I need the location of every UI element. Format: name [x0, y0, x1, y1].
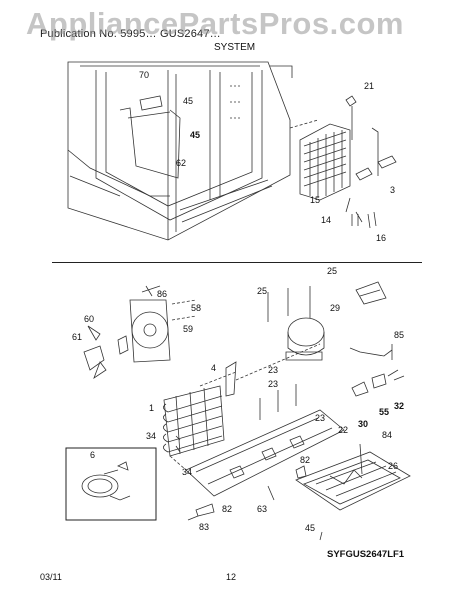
callout-45: 45 [183, 96, 194, 106]
compressor-illustration [267, 281, 393, 361]
callout-62: 62 [176, 158, 187, 168]
callout-4: 4 [211, 363, 217, 373]
footer-date: 03/11 [40, 572, 62, 582]
base-pan-illustration [169, 343, 345, 497]
callout-63: 63 [257, 504, 268, 514]
callout-22: 22 [338, 425, 349, 435]
callout-26: 26 [388, 461, 399, 471]
callout-34: 34 [146, 431, 157, 441]
watermark-text: AppliancePartsPros.com [26, 6, 404, 41]
callout-34: 34 [182, 467, 193, 477]
section-title: SYSTEM [214, 42, 256, 53]
fan-assembly-illustration [83, 285, 197, 380]
callout-30: 30 [358, 419, 369, 429]
callout-60: 60 [84, 314, 95, 324]
callout-29: 29 [330, 303, 341, 313]
callout-85: 85 [394, 330, 405, 340]
callout-82: 82 [300, 455, 311, 465]
callout-25: 25 [257, 286, 268, 296]
callout-61: 61 [72, 332, 83, 342]
callout-25: 25 [327, 266, 338, 276]
callout-45: 45 [305, 523, 316, 533]
callout-14: 14 [321, 215, 332, 225]
condenser-top-illustration [289, 95, 397, 229]
callout-23: 23 [268, 379, 279, 389]
callout-84: 84 [382, 430, 393, 440]
callout-23: 23 [315, 413, 326, 423]
diagram-code: SYFGUS2647LF1 [327, 549, 405, 560]
condenser-coil-illustration [163, 361, 237, 457]
callout-15: 15 [310, 195, 321, 205]
drain-pan-illustration [295, 443, 411, 511]
callout-3: 3 [390, 185, 396, 195]
publication-title: Publication No. 5995… GUS2647… [40, 28, 221, 40]
callout-83: 83 [199, 522, 210, 532]
callout-82: 82 [222, 504, 233, 514]
callout-32: 32 [394, 401, 405, 411]
callout-45: 45 [190, 130, 201, 140]
callout-86: 86 [157, 289, 168, 299]
callout-1: 1 [149, 403, 155, 413]
callout-21: 21 [364, 81, 375, 91]
small-parts-illustration [175, 369, 405, 541]
callout-23: 23 [268, 365, 279, 375]
callout-58: 58 [191, 303, 202, 313]
callout-70: 70 [139, 70, 150, 80]
section-divider [52, 262, 422, 263]
callout-16: 16 [376, 233, 387, 243]
callout-59: 59 [183, 324, 194, 334]
callout-6: 6 [90, 450, 96, 460]
callout-55: 55 [379, 407, 390, 417]
page-header: Publication No. 5995… GUS2647… SYSTEM Ap… [0, 0, 464, 60]
footer-page-number: 12 [226, 572, 237, 582]
cabinet-illustration [67, 61, 293, 241]
power-cord-inset [65, 447, 157, 521]
